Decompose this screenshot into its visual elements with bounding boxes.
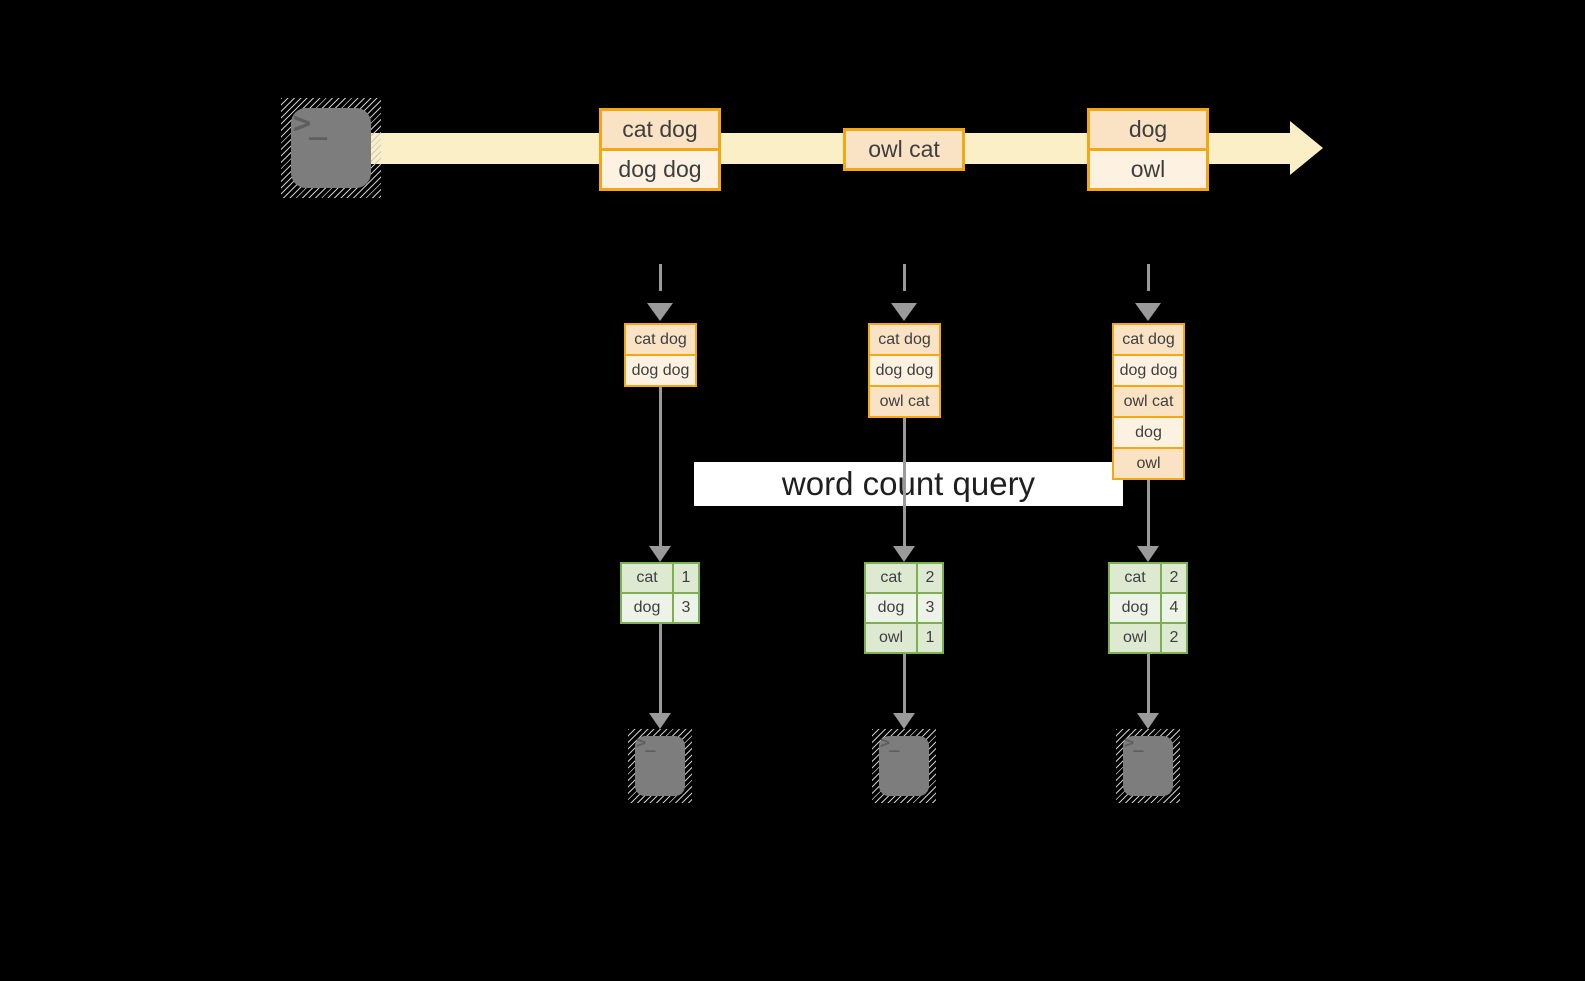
count-cell: 2 [918,564,942,592]
trigger-arrowhead-3 [1135,303,1161,321]
trigger-arrow-line-3 [1146,264,1150,300]
output-terminal-icon-2: >_ [872,729,936,803]
input-line: cat dog [870,325,939,354]
stream-item: dog [1090,111,1206,148]
terminal-body [635,736,685,796]
count-cell: 2 [1162,624,1186,652]
output-terminal-icon-3: >_ [1116,729,1180,803]
word-cell: cat [866,564,916,592]
query-arrow-line-1 [658,387,662,546]
output-arrow-line-2 [902,654,906,713]
query-label-band: word count query [694,462,1123,506]
query-arrowhead-1 [649,546,671,562]
output-arrowhead-2 [893,713,915,729]
input-line: dog dog [1114,356,1183,385]
query-label: word count query [781,465,1036,502]
terminal-body [879,736,929,796]
input-line: cat dog [626,325,695,354]
source-terminal-icon: >_ [281,98,381,198]
stream-item: dog dog [602,151,718,188]
count-cell: 3 [674,594,698,622]
word-cell: dog [622,594,672,622]
terminal-prompt-glyph: >_ [880,733,900,753]
output-arrow-line-1 [658,624,662,713]
word-cell: cat [622,564,672,592]
query-arrow-line-3 [1146,480,1150,546]
input-line: owl cat [870,387,939,416]
stream-item: owl cat [846,131,962,168]
word-cell: owl [866,624,916,652]
word-cell: dog [1110,594,1160,622]
output-terminal-icon-1: >_ [628,729,692,803]
input-line: cat dog [1114,325,1183,354]
trigger-arrowhead-1 [647,303,673,321]
count-cell: 4 [1162,594,1186,622]
query-arrowhead-3 [1137,546,1159,562]
input-line: dog [1114,418,1183,447]
count-cell: 3 [918,594,942,622]
stream-arrowhead-icon [1290,121,1323,175]
stream-batch-box-2: owl cat [843,128,965,171]
query-arrowhead-2 [893,546,915,562]
count-cell: 1 [674,564,698,592]
output-arrow-line-3 [1146,654,1150,713]
input-line: dog dog [870,356,939,385]
terminal-prompt-glyph: >_ [293,106,327,141]
count-cell: 1 [918,624,942,652]
input-line: owl [1114,449,1183,478]
output-arrowhead-3 [1137,713,1159,729]
terminal-prompt-glyph: >_ [636,733,656,753]
terminal-body [291,108,371,188]
word-cell: dog [866,594,916,622]
terminal-prompt-glyph: >_ [1124,733,1144,753]
query-arrow-line-2 [902,418,906,546]
input-line: dog dog [626,356,695,385]
input-line: owl cat [1114,387,1183,416]
output-arrowhead-1 [649,713,671,729]
terminal-body [1123,736,1173,796]
count-cell: 2 [1162,564,1186,592]
stream-item: owl [1090,151,1206,188]
word-cell: owl [1110,624,1160,652]
trigger-arrow-line-1 [658,264,662,300]
stream-item: cat dog [602,111,718,148]
trigger-arrowhead-2 [891,303,917,321]
trigger-arrow-line-2 [902,264,906,300]
word-cell: cat [1110,564,1160,592]
